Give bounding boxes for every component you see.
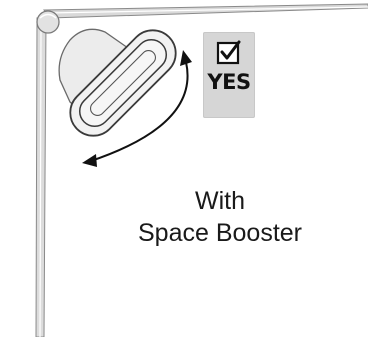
corner-joint xyxy=(37,11,59,33)
yes-label: YES xyxy=(203,70,255,94)
checked-checkbox-icon xyxy=(216,39,242,65)
top-rail xyxy=(44,4,368,18)
caption: With Space Booster xyxy=(130,185,310,249)
caption-line-2: Space Booster xyxy=(130,217,310,249)
left-rail xyxy=(36,18,46,337)
caption-line-1: With xyxy=(130,185,310,217)
yes-badge: YES xyxy=(203,32,255,118)
